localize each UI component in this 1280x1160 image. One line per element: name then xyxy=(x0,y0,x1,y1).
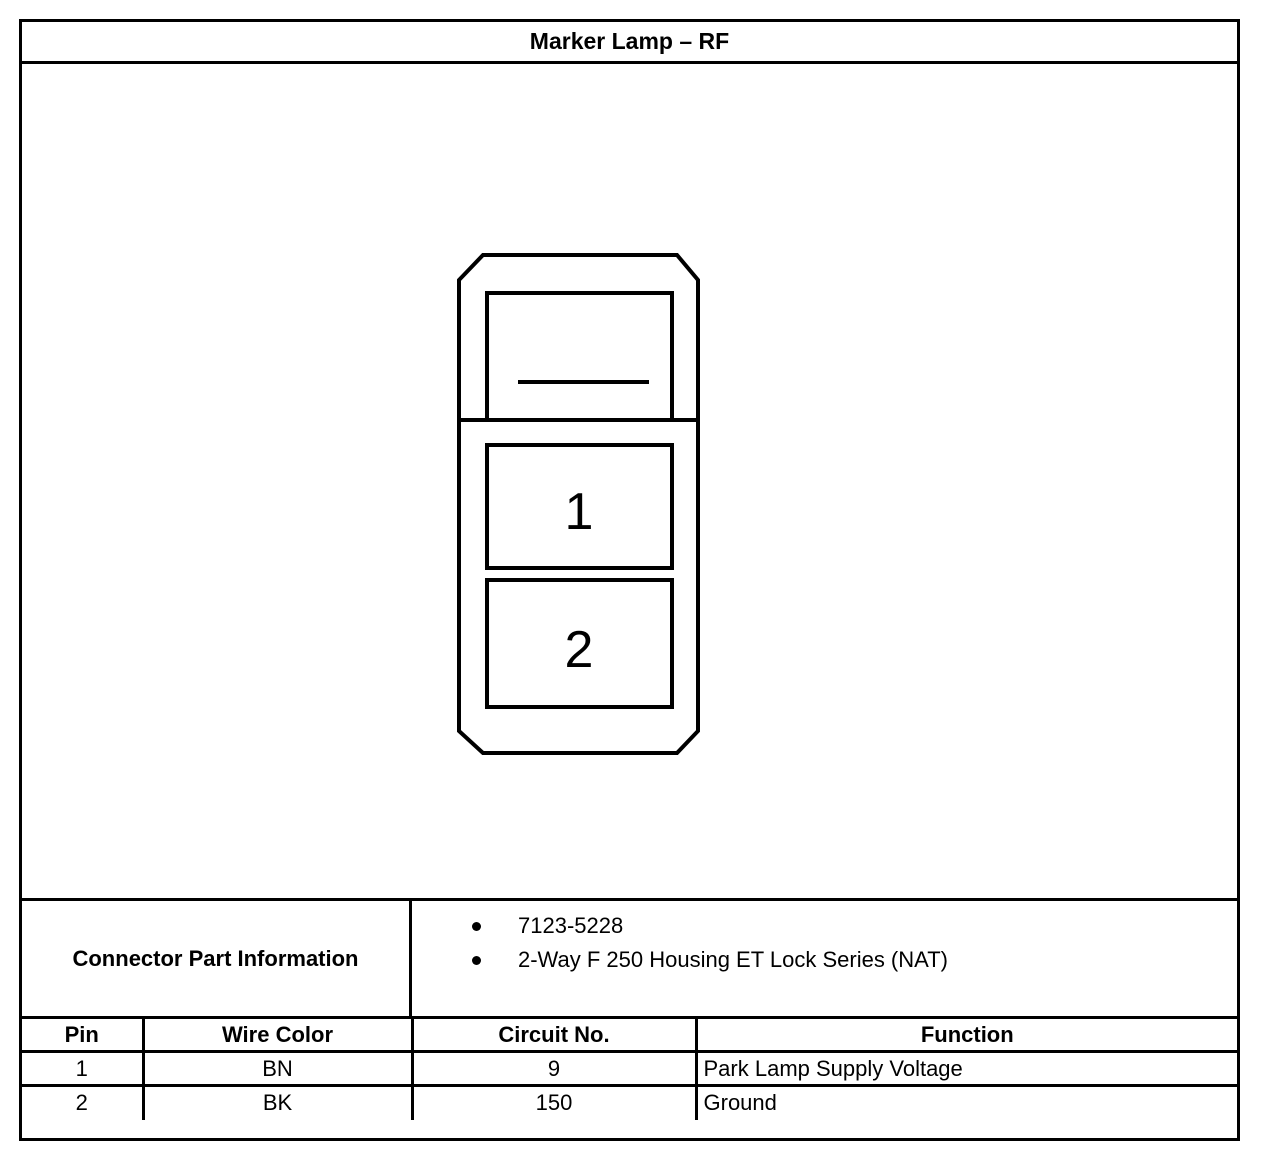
cavity-2 xyxy=(485,578,674,709)
page-title: Marker Lamp – RF xyxy=(22,22,1237,64)
part-info-item: 2-Way F 250 Housing ET Lock Series (NAT) xyxy=(412,943,948,977)
table-row: 1 BN 9 Park Lamp Supply Voltage xyxy=(22,1050,1237,1087)
cell-circuit-no: 150 xyxy=(410,1084,698,1120)
pin-table: Pin Wire Color Circuit No. Function 1 BN… xyxy=(22,1016,1237,1120)
cell-circuit-no: 9 xyxy=(410,1050,698,1087)
connector-part-info-row: Connector Part Information 7123-5228 2-W… xyxy=(22,898,1237,1016)
part-info-label: Connector Part Information xyxy=(22,901,412,1016)
connector-diagram-area: 1 2 xyxy=(22,64,1237,898)
header-function: Function xyxy=(694,1016,1237,1053)
bullet-icon xyxy=(472,956,481,965)
table-row: 2 BK 150 Ground xyxy=(22,1084,1237,1120)
cell-wire-color: BK xyxy=(141,1084,414,1120)
cavity-2-label: 2 xyxy=(565,621,594,679)
housing-description: 2-Way F 250 Housing ET Lock Series (NAT) xyxy=(518,947,948,972)
part-number: 7123-5228 xyxy=(518,913,624,938)
cavity-1-label: 1 xyxy=(565,483,594,541)
connector-housing xyxy=(457,253,700,755)
cell-wire-color: BN xyxy=(141,1050,414,1087)
cell-pin: 1 xyxy=(22,1050,145,1087)
table-header-row: Pin Wire Color Circuit No. Function xyxy=(22,1016,1237,1053)
connector-face-diagram: 1 2 xyxy=(457,253,700,755)
bullet-icon xyxy=(472,922,481,931)
cell-function: Park Lamp Supply Voltage xyxy=(694,1050,1237,1087)
header-pin: Pin xyxy=(22,1016,145,1053)
header-wire-color: Wire Color xyxy=(141,1016,414,1053)
connector-sheet: Marker Lamp – RF 1 2 Connector Part Info… xyxy=(19,19,1240,1141)
lock-cavity xyxy=(485,291,674,422)
header-circuit-no: Circuit No. xyxy=(410,1016,698,1053)
part-info-list: 7123-5228 2-Way F 250 Housing ET Lock Se… xyxy=(412,909,948,977)
cavity-1 xyxy=(485,443,674,570)
cell-pin: 2 xyxy=(22,1084,145,1120)
cell-function: Ground xyxy=(694,1084,1237,1120)
part-info-item: 7123-5228 xyxy=(412,909,948,943)
